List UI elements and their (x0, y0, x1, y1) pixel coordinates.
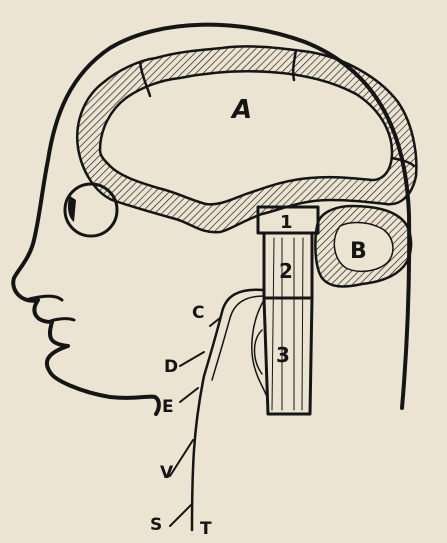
nerve-branch-e (180, 388, 198, 402)
nerve-branch-v (170, 440, 193, 476)
label-nerve-t: T (200, 519, 212, 539)
mouth (48, 319, 74, 322)
label-brainstem-1: 1 (280, 212, 293, 233)
label-nerve-d: D (164, 357, 178, 377)
brain-cortex (77, 46, 416, 232)
label-nerve-s: S (150, 515, 162, 535)
nerve-branch-s (170, 504, 192, 526)
label-spinal-3: 3 (276, 343, 290, 367)
label-nerve-e: E (162, 397, 174, 417)
label-nerve-c: C (192, 303, 204, 323)
nostril (26, 296, 62, 300)
label-cerebellum: B (350, 239, 367, 264)
label-brain: A (230, 95, 252, 125)
label-brainstem-2: 2 (279, 259, 293, 283)
eye-pupil (68, 196, 76, 222)
label-nerve-v: V (160, 463, 174, 483)
nerve-bundle-2 (255, 330, 263, 374)
nerve-branch-d (180, 352, 204, 366)
